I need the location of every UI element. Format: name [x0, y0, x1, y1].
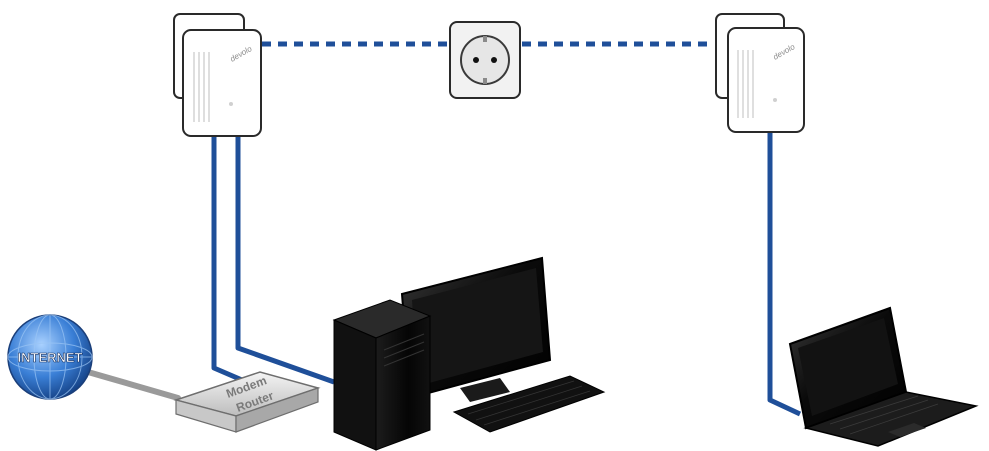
globe-icon: INTERNET [7, 314, 93, 400]
powerline-adapter-right: devolo [715, 13, 805, 133]
modem-router-icon: Modem Router [173, 371, 321, 433]
internet-cable [85, 369, 181, 401]
desktop-pc-icon [332, 256, 606, 451]
wall-socket-icon [449, 21, 521, 99]
internet-label: INTERNET [18, 350, 83, 365]
powerline-adapter-left: devolo [173, 13, 262, 137]
ethernet-cables [211, 132, 802, 417]
laptop-icon [788, 306, 979, 447]
